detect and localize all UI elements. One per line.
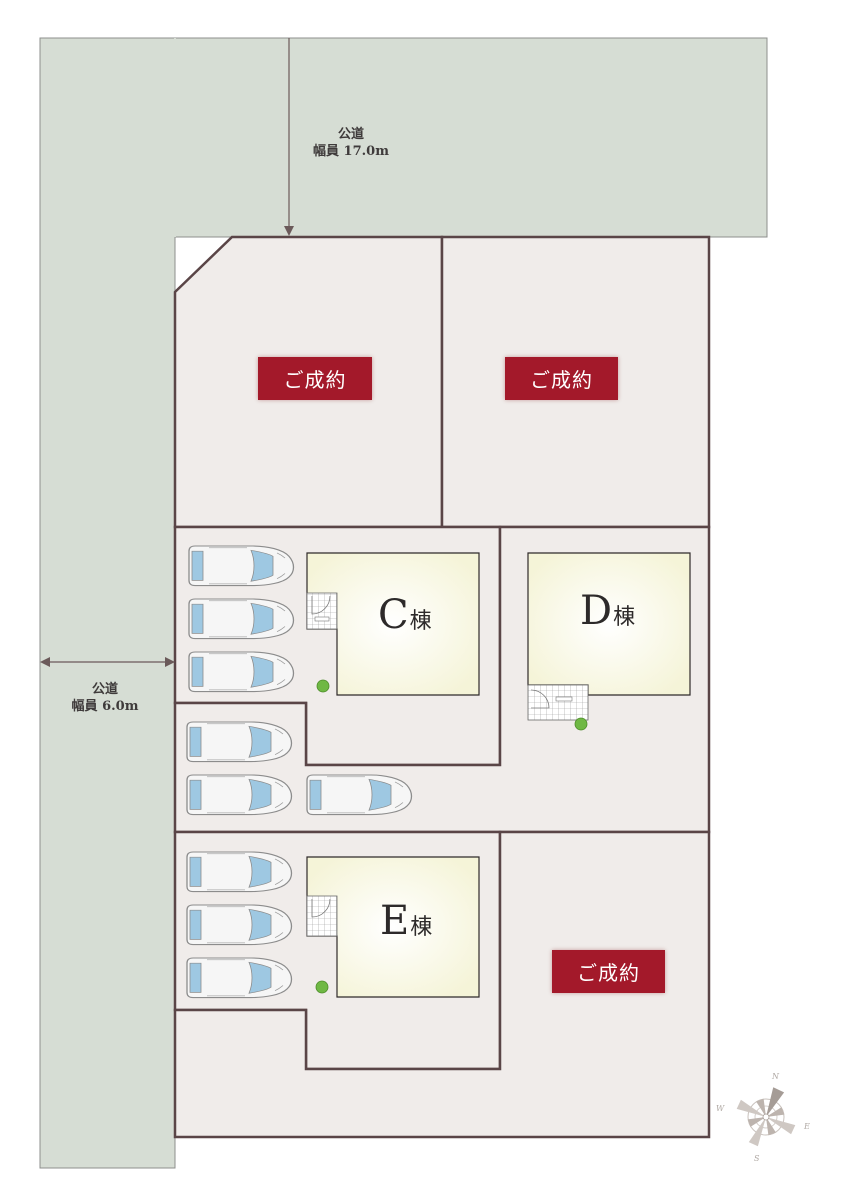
building-suffix: 棟: [613, 605, 636, 630]
house-c: [306, 552, 480, 696]
compass-north: N: [771, 1072, 780, 1081]
road-name: 公道: [337, 127, 364, 142]
car: [186, 774, 293, 816]
sold-badge-lot-f: ご成約: [552, 950, 665, 993]
building-label-e: E 棟: [380, 898, 432, 944]
building-suffix: 棟: [409, 609, 432, 634]
compass-south: S: [754, 1154, 760, 1163]
trees: [315, 679, 588, 994]
road-name: 公道: [91, 682, 118, 697]
house-e: [306, 856, 480, 998]
compass-rose: N E S W: [716, 1072, 810, 1163]
compass-east: E: [803, 1122, 810, 1131]
tree-c: [316, 679, 330, 693]
car: [306, 774, 413, 816]
car: [188, 598, 295, 640]
road-west: [39, 37, 176, 1169]
car: [186, 957, 293, 999]
building-label-c: C 棟: [378, 592, 432, 638]
public-road: [39, 37, 768, 1169]
building-letter: C: [378, 592, 409, 638]
tree-e: [315, 980, 329, 994]
building-letter: E: [380, 898, 410, 944]
road-width-arrow-north: [284, 38, 294, 236]
road-width: 幅員 17.0m: [313, 144, 389, 159]
road-width-arrow-west: [40, 657, 175, 667]
tree-d: [574, 717, 588, 731]
car: [186, 721, 293, 763]
building-suffix: 棟: [410, 915, 433, 940]
compass-west: W: [716, 1104, 725, 1113]
sold-badge-lot-b: ご成約: [505, 357, 618, 400]
car: [188, 545, 295, 587]
sold-badge-lot-a: ご成約: [258, 357, 372, 400]
road-label-north: 公道 幅員 17.0m: [296, 126, 406, 160]
car: [186, 851, 293, 893]
road-width: 幅員 6.0m: [71, 699, 139, 714]
building-label-d: D 棟: [580, 588, 635, 634]
road-label-west: 公道 幅員 6.0m: [50, 681, 160, 715]
house-d: [527, 552, 691, 721]
building-letter: D: [580, 588, 613, 634]
lot-f: [173, 830, 711, 1139]
car: [188, 651, 295, 693]
car: [186, 904, 293, 946]
road-north: [174, 37, 768, 238]
